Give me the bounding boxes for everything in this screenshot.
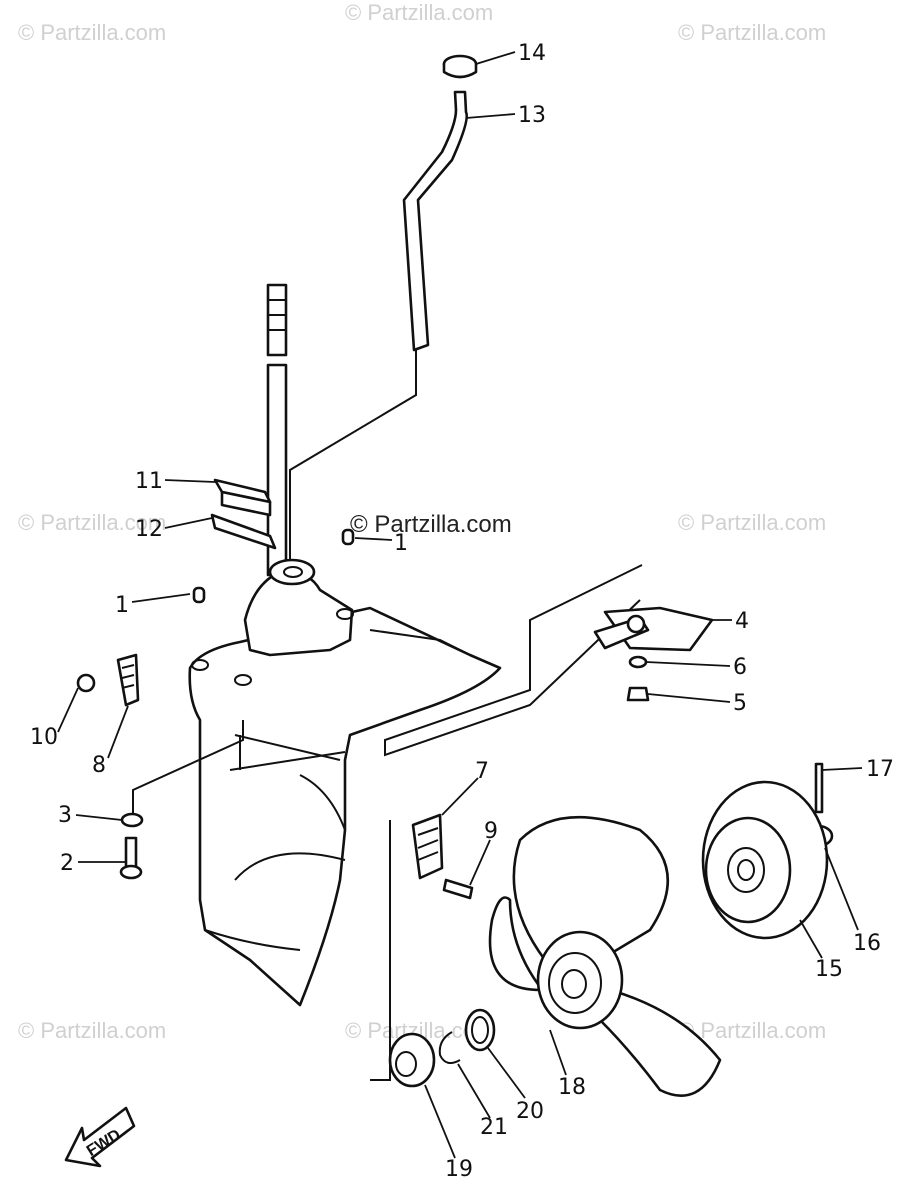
watermark-top-center: © Partzilla.com: [345, 0, 493, 25]
part-8-anode: [116, 653, 140, 707]
part-1-dowel-pin-b: [341, 528, 355, 546]
watermark-bottom-right: © Partzilla.com: [678, 1018, 826, 1043]
label-6: 6: [733, 655, 747, 680]
watermark-center: © Partzilla.com: [350, 511, 512, 538]
watermark-bottom-left: © Partzilla.com: [18, 1018, 166, 1043]
part-20-washer: [464, 1008, 496, 1052]
part-3-washer: [120, 812, 144, 828]
leader-lines: [57, 51, 863, 1159]
watermark-top-right: © Partzilla.com: [678, 20, 826, 45]
part-21-snap-ring: [438, 1031, 461, 1065]
label-15: 15: [815, 957, 843, 982]
part-15-spacer: [701, 780, 829, 940]
label-8: 8: [92, 753, 106, 778]
part-7-anode: [411, 813, 444, 880]
label-1-right: 1: [394, 531, 408, 556]
label-16: 16: [853, 931, 881, 956]
drive-shaft: [266, 283, 288, 577]
part-10-nut: [76, 673, 96, 693]
label-2: 2: [60, 851, 74, 876]
part-12-grommet: [210, 513, 277, 550]
label-12: 12: [135, 517, 163, 542]
label-10: 10: [30, 725, 58, 750]
part-labels: 14 13 11 12 1 1 4 6 5 10 8 3 2 7 9 17 16…: [30, 41, 894, 1182]
lower-casing: [188, 558, 502, 1007]
part-18-propeller: [488, 815, 722, 1097]
label-17: 17: [866, 757, 894, 782]
part-4-trim-tab: [593, 606, 714, 652]
label-3: 3: [58, 803, 72, 828]
label-4: 4: [735, 609, 749, 634]
part-14-cap: [442, 54, 478, 79]
part-17-cotter-pin: [814, 762, 824, 814]
label-13: 13: [518, 103, 546, 128]
leader-frames: [132, 564, 643, 1081]
part-2-bolt: [119, 836, 143, 880]
part-5-nut: [626, 686, 650, 702]
part-11-grommet: [213, 478, 272, 517]
label-20: 20: [516, 1099, 544, 1124]
watermark-mid-left: © Partzilla.com: [18, 510, 166, 535]
label-21: 21: [480, 1115, 508, 1140]
part-9-bolt: [442, 878, 474, 900]
part-13-water-tube: [289, 90, 468, 565]
label-9: 9: [484, 819, 498, 844]
watermark-top-left: © Partzilla.com: [18, 20, 166, 45]
part-1-dowel-pin-a: [192, 586, 206, 604]
label-5: 5: [733, 691, 747, 716]
part-6-washer: [628, 655, 648, 669]
part-19-cap: [388, 1032, 436, 1088]
label-1-left: 1: [115, 593, 129, 618]
label-11: 11: [135, 469, 163, 494]
label-19: 19: [445, 1157, 473, 1182]
label-7: 7: [475, 759, 489, 784]
watermark-mid-right: © Partzilla.com: [678, 510, 826, 535]
fwd-arrow-icon: FWD: [64, 1106, 136, 1168]
label-18: 18: [558, 1075, 586, 1100]
label-14: 14: [518, 41, 546, 66]
